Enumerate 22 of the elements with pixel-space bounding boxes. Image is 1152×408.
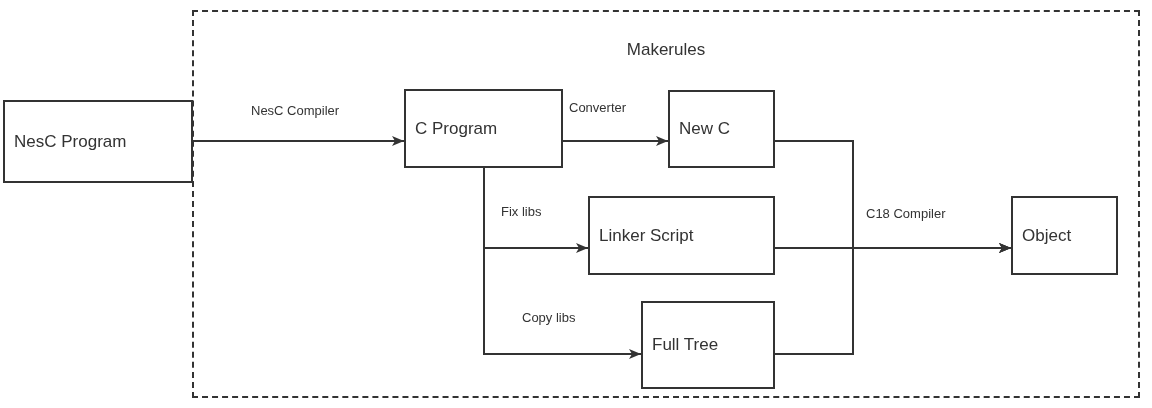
edge-label: Converter [568, 100, 628, 115]
box-label: C Program [415, 118, 498, 139]
box-label: Full Tree [652, 335, 719, 355]
process-box [668, 90, 775, 168]
arrow [483, 167, 642, 359]
box-label: Object [1022, 225, 1072, 246]
box-label: New C [679, 119, 730, 139]
process-box [641, 301, 775, 389]
arrow [192, 136, 405, 146]
arrow [562, 136, 669, 146]
arrow [774, 243, 1012, 355]
process-box [588, 196, 775, 275]
process-box [404, 89, 563, 168]
box-label: NesC Program [14, 131, 127, 152]
process-box [1011, 196, 1118, 275]
box-label: Linker Script [599, 225, 694, 246]
edge-label: Fix libs [500, 204, 543, 219]
process-box [3, 100, 193, 183]
edge-label: Copy libs [521, 310, 577, 325]
edge-label: C18 Compiler [865, 206, 947, 221]
group-title: Makerules [625, 40, 707, 60]
edge-label: NesC Compiler [250, 103, 341, 118]
